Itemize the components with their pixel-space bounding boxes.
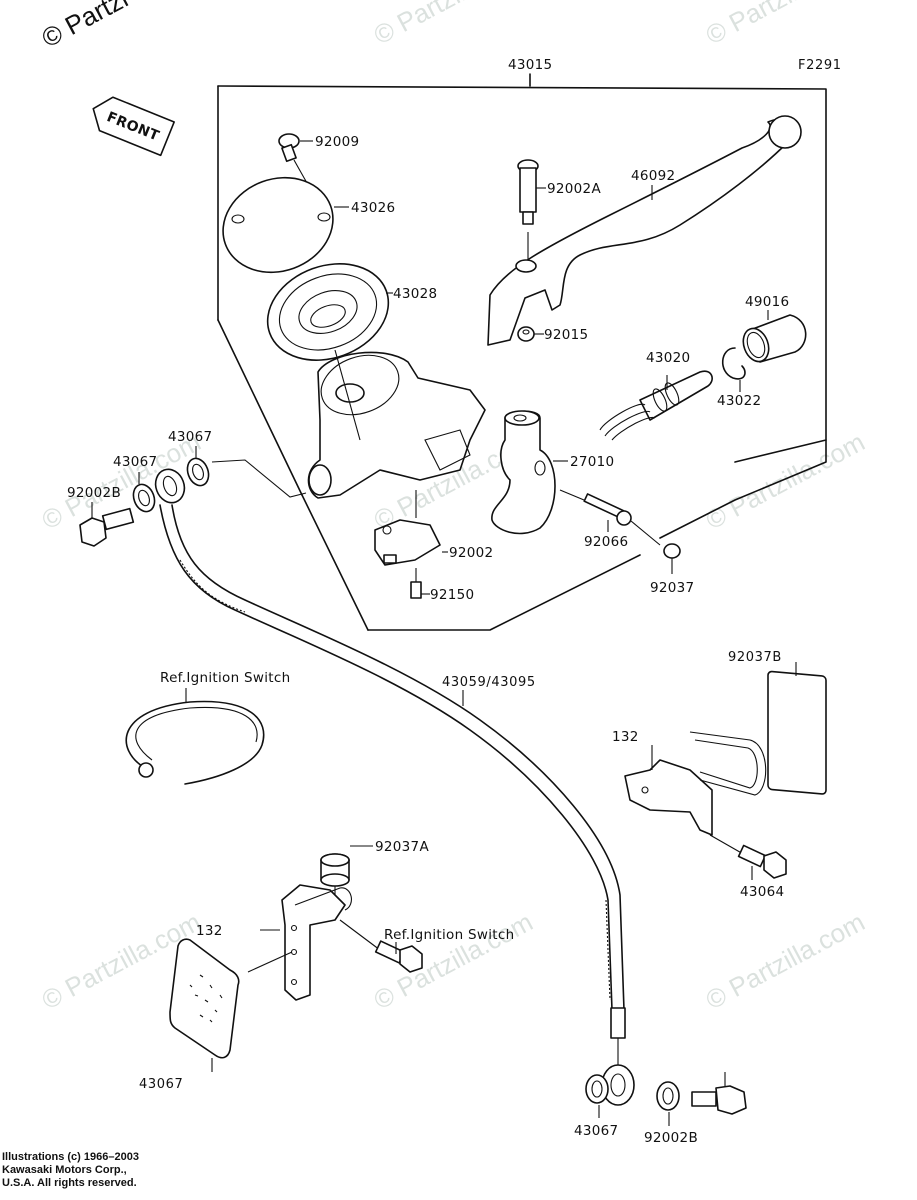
part-49016[interactable]: 49016 [739, 294, 807, 365]
part-43064[interactable]: 92037A [320, 839, 429, 912]
part-27010[interactable]: 92002 [374, 490, 493, 566]
label-43067[interactable]: 43067 [574, 1123, 618, 1139]
part-43067-top-a[interactable]: 43067 [168, 429, 212, 489]
part-92150[interactable]: 92066 [559, 489, 661, 550]
part-ref-ignition-switch-1[interactable]: 92037B [728, 650, 827, 795]
label-27010[interactable]: 92002 [449, 545, 493, 561]
label-43059-43095[interactable]: 43059/43095 [442, 675, 536, 690]
part-92002A[interactable]: 92002A [517, 159, 601, 262]
label-43028[interactable]: 43028 [393, 286, 437, 302]
part-92037A[interactable]: 132 [196, 884, 352, 1001]
part-92037B[interactable]: 132 [612, 729, 767, 836]
part-92002B-bottom[interactable] [691, 1072, 747, 1115]
part-43067-top-b[interactable]: 43067 [113, 454, 158, 515]
label-92037B[interactable]: 132 [612, 729, 639, 745]
part-132-left[interactable]: Ref.Ignition Switch [339, 919, 514, 973]
copyright-line: Illustrations (c) 1966–2003 [2, 1151, 139, 1163]
part-92037[interactable]: Ref.Ignition Switch [125, 670, 290, 785]
front-arrow-icon: FRONT [92, 96, 175, 157]
label-132[interactable]: 43064 [740, 884, 784, 900]
part-43034[interactable]: 27010 [334, 349, 614, 535]
label-43034[interactable]: 27010 [570, 454, 614, 470]
label-92037[interactable]: Ref.Ignition Switch [160, 670, 290, 686]
label-43020[interactable]: 43020 [646, 350, 690, 366]
part-43067-bottom-b[interactable]: 92002B [644, 1081, 698, 1146]
label-92009[interactable]: 92009 [315, 134, 359, 150]
part-92002B-top[interactable]: 92002B [67, 485, 135, 547]
label-92002[interactable]: 92150 [430, 587, 474, 603]
watermark: © Partzilla.com [369, 0, 538, 50]
part-banjo-top[interactable] [151, 459, 307, 507]
copyright-line: Kawasaki Motors Corp., [2, 1164, 127, 1176]
part-43067-bottom-a[interactable]: 43067 [574, 1074, 618, 1139]
copyright-notice: Illustrations (c) 1966–2003 Kawasaki Mot… [2, 1151, 139, 1190]
label-43064[interactable]: 92037A [375, 839, 429, 855]
label-92066[interactable]: 92037 [650, 580, 694, 596]
label-43026[interactable]: 43026 [351, 200, 395, 216]
part-92066[interactable]: 92037 [650, 543, 694, 596]
part-92002[interactable]: 92150 [410, 568, 474, 603]
part-43028[interactable]: 43028 [254, 248, 437, 377]
assembly-outline: 43015 [217, 57, 827, 631]
label-92150[interactable]: 92066 [584, 534, 628, 550]
watermark: © Partzilla.com [701, 427, 870, 536]
part-43026[interactable]: 43026 [210, 163, 396, 288]
part-92015[interactable]: 92015 [517, 326, 588, 343]
part-43022[interactable]: 43022 [717, 347, 761, 409]
figure-code: F2291 [798, 58, 842, 73]
label-92002A[interactable]: 92002A [547, 181, 601, 197]
part-43020[interactable]: 43020 [599, 350, 713, 441]
watermark: © Partzilla.com [701, 0, 870, 50]
label-92037A[interactable]: 132 [196, 923, 223, 939]
label-ref-ignition-switch[interactable]: 43067 [139, 1077, 183, 1092]
part-ref-ignition-switch-2[interactable]: 43067 [139, 938, 240, 1092]
part-132-right[interactable]: 43064 [709, 834, 787, 900]
label-43022[interactable]: 43022 [717, 393, 761, 409]
label-ref-ignition-switch[interactable]: 92037B [728, 650, 782, 665]
watermark: © Partzilla.com [701, 907, 870, 1016]
label-49016[interactable]: 49016 [745, 294, 789, 310]
label-92002B[interactable]: 92002B [67, 485, 121, 501]
label-43067[interactable]: 92002B [644, 1130, 698, 1146]
label-43015[interactable]: 43015 [508, 57, 552, 73]
copyright-line: U.S.A. All rights reserved. [2, 1177, 137, 1189]
label-43067[interactable]: 43067 [113, 454, 157, 470]
master-cylinder-body[interactable] [307, 345, 486, 499]
part-46092[interactable]: 46092 [487, 115, 802, 346]
watermark-corner: © Partzi [37, 0, 133, 53]
label-46092[interactable]: 46092 [631, 168, 675, 184]
label-43067[interactable]: 43067 [168, 429, 212, 445]
label-92015[interactable]: 92015 [544, 327, 588, 343]
label-132[interactable]: Ref.Ignition Switch [384, 927, 514, 943]
